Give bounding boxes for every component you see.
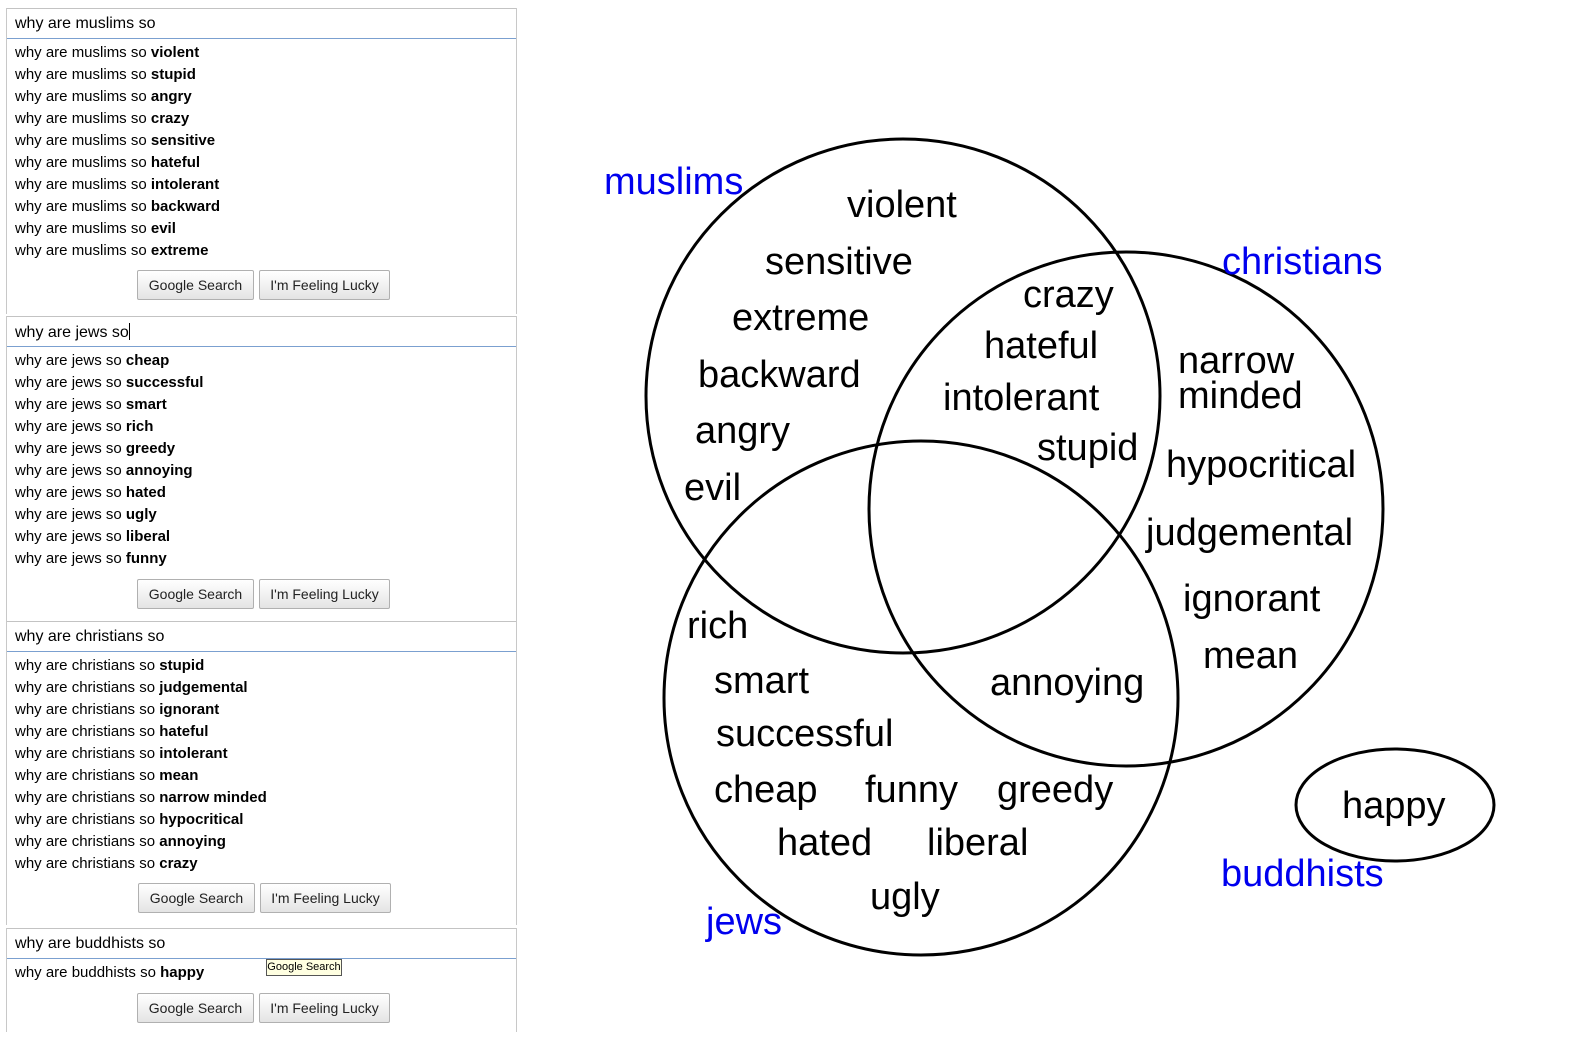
suggestion-item[interactable]: why are buddhists so happy [15,964,205,981]
venn-word: hypocritical [1166,444,1356,486]
venn-word: liberal [927,822,1028,864]
circle-christians [867,250,1385,768]
venn-word: successful [716,713,893,755]
text-caret [128,323,130,340]
suggestion-item[interactable]: why are christians so annoying [15,833,226,850]
venn-word: annoying [990,662,1144,704]
venn-word: backward [698,354,861,396]
venn-word: hated [777,822,872,864]
venn-word: stupid [1037,427,1138,469]
google-search-tooltip: Google Search [266,959,342,976]
suggestion-item[interactable]: why are jews so smart [15,396,167,413]
venn-word: smart [714,660,809,702]
venn-word: ugly [870,876,940,918]
venn-word: sensitive [765,241,913,283]
venn-word: funny [865,769,958,811]
suggestion-item[interactable]: why are jews so liberal [15,528,171,545]
search-input-christians[interactable]: why are christians so [7,621,516,652]
suggestion-item[interactable]: why are muslims so evil [15,220,176,237]
feeling-lucky-button[interactable]: I'm Feeling Lucky [259,270,390,300]
suggestion-item[interactable]: why are christians so judgemental [15,679,248,696]
suggestion-item[interactable]: why are muslims so stupid [15,66,196,83]
label-buddhists: buddhists [1221,853,1384,895]
suggestion-list-jews: why are jews so cheap why are jews so su… [15,350,203,570]
suggestion-item[interactable]: why are christians so narrow minded [15,789,267,806]
venn-word: intolerant [943,377,1100,419]
venn-word: narrow [1178,340,1295,382]
venn-word: extreme [732,297,869,339]
suggestion-item[interactable]: why are jews so rich [15,418,154,435]
suggestion-item[interactable]: why are christians so crazy [15,855,198,872]
google-search-button[interactable]: Google Search [138,883,255,913]
suggestion-item[interactable]: why are jews so cheap [15,352,170,369]
suggestion-item[interactable]: why are muslims so violent [15,44,200,61]
venn-word: mean [1203,635,1298,677]
search-panel-jews: why are jews so why are jews so cheap wh… [6,316,517,622]
label-christians: christians [1222,241,1383,283]
suggestion-item[interactable]: why are jews so successful [15,374,204,391]
suggestion-item[interactable]: why are christians so intolerant [15,745,228,762]
circle-muslims [644,137,1162,655]
label-muslims: muslims [604,161,743,203]
suggestion-item[interactable]: why are muslims so sensitive [15,132,216,149]
suggestion-item[interactable]: why are jews so annoying [15,462,193,479]
suggestion-item[interactable]: why are muslims so extreme [15,242,209,259]
feeling-lucky-button[interactable]: I'm Feeling Lucky [259,993,390,1023]
suggestion-item[interactable]: why are muslims so hateful [15,154,201,171]
suggestion-item[interactable]: why are christians so ignorant [15,701,220,718]
suggestion-item[interactable]: why are jews so greedy [15,440,176,457]
suggestion-item[interactable]: why are jews so funny [15,550,167,567]
suggestion-item[interactable]: why are muslims so intolerant [15,176,220,193]
venn-word: cheap [714,769,818,811]
suggestion-item[interactable]: why are muslims so crazy [15,110,190,127]
suggestion-item[interactable]: why are jews so hated [15,484,166,501]
circle-jews [662,439,1180,957]
venn-word: crazy [1023,274,1114,316]
suggestion-item[interactable]: why are christians so hateful [15,723,209,740]
search-panel-buddhists: why are buddhists so why are buddhists s… [6,928,517,1032]
feeling-lucky-button[interactable]: I'm Feeling Lucky [260,883,391,913]
feeling-lucky-button[interactable]: I'm Feeling Lucky [259,579,390,609]
venn-word: hateful [984,325,1098,367]
venn-word: minded [1178,375,1303,417]
search-panel-muslims: why are muslims so why are muslims so vi… [6,8,517,314]
suggestion-list-buddhists: why are buddhists so happy [15,962,204,984]
label-jews: jews [705,901,782,943]
ellipse-buddhists [1294,747,1496,863]
venn-word: angry [695,410,790,452]
suggestion-list-muslims: why are muslims so violent why are musli… [15,42,220,262]
suggestion-item[interactable]: why are christians so stupid [15,657,205,674]
suggestion-item[interactable]: why are muslims so backward [15,198,221,215]
venn-word: evil [684,467,741,509]
search-panel-christians: why are christians so why are christians… [6,621,517,925]
venn-word: rich [687,605,748,647]
venn-word: greedy [997,769,1113,811]
venn-word: happy [1342,785,1446,827]
search-input-jews[interactable]: why are jews so [7,316,516,347]
suggestion-item[interactable]: why are christians so mean [15,767,199,784]
search-input-muslims[interactable]: why are muslims so [7,8,516,39]
suggestion-list-christians: why are christians so stupid why are chr… [15,655,267,875]
google-search-button[interactable]: Google Search [137,993,254,1023]
suggestion-item[interactable]: why are muslims so angry [15,88,192,105]
search-input-buddhists[interactable]: why are buddhists so [7,928,516,959]
google-search-button[interactable]: Google Search [137,579,254,609]
google-search-button[interactable]: Google Search [137,270,254,300]
venn-word: judgemental [1145,512,1353,554]
venn-word: ignorant [1183,578,1321,620]
suggestion-item[interactable]: why are jews so ugly [15,506,157,523]
suggestion-item[interactable]: why are christians so hypocritical [15,811,244,828]
venn-word: violent [847,184,957,226]
